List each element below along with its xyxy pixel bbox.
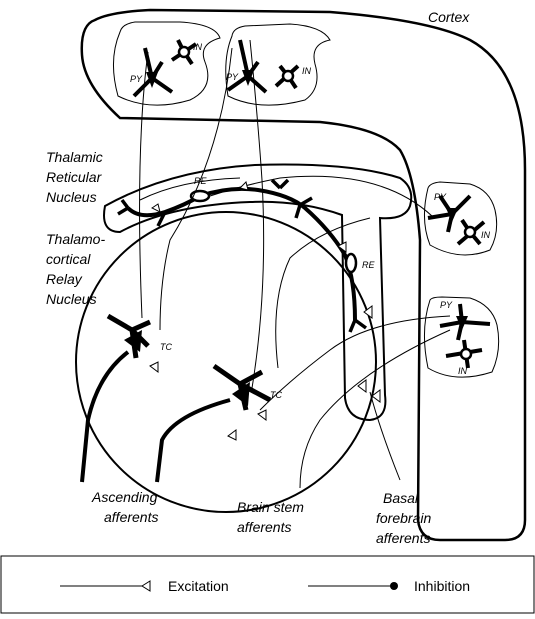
- tc-label-2: TC: [270, 390, 282, 400]
- ascending-afferent-2: [157, 400, 230, 482]
- py-label-4: PY: [440, 300, 453, 310]
- ascending-label-line-2: afferents: [104, 509, 158, 525]
- in-label-3: IN: [481, 230, 491, 240]
- relay-label-line-4: Nucleus: [46, 291, 97, 307]
- reticular-label-line-1: Thalamic: [46, 149, 103, 165]
- relay-nucleus-outline: [76, 212, 376, 512]
- re-cell-soma-right: [346, 254, 356, 272]
- py-label-1: PY: [130, 74, 143, 84]
- in-cell-2-soma: [283, 71, 293, 81]
- py-label-2: PY: [226, 72, 239, 82]
- in-label-2: IN: [302, 66, 312, 76]
- re-label-2: RE: [362, 260, 375, 270]
- basal-label-line-3: afferents: [376, 530, 430, 546]
- in-label-1: IN: [193, 42, 203, 52]
- cortical-column-left: [113, 22, 220, 105]
- py-cell-1: [134, 48, 172, 96]
- tc-cell-1: [108, 316, 150, 358]
- py-cell-2: [228, 40, 266, 92]
- re-label-1: RE: [194, 176, 207, 186]
- in-label-4: IN: [458, 366, 468, 376]
- basal-label-line-2: forebrain: [376, 510, 431, 526]
- tc-label-1: TC: [160, 342, 172, 352]
- ascending-label-line-1: Ascending: [91, 489, 158, 505]
- relay-label-line-1: Thalamo-: [46, 231, 105, 247]
- reticular-label-line-2: Reticular: [46, 169, 103, 185]
- thin-fibers: [140, 40, 450, 488]
- inhibition-legend-label: Inhibition: [414, 578, 470, 594]
- reticular-label-line-3: Nucleus: [46, 189, 97, 205]
- relay-label-line-3: Relay: [46, 271, 83, 287]
- excitation-legend-label: Excitation: [168, 578, 229, 594]
- in-cell-1-soma: [179, 47, 189, 57]
- in-cell-4-soma: [461, 349, 471, 359]
- cortical-column-right: [226, 24, 330, 105]
- brainstem-label-line-1: Brain stem: [237, 499, 304, 515]
- relay-label-line-2: cortical: [46, 251, 91, 267]
- py-label-3: PY: [434, 192, 447, 202]
- ascending-afferent-1: [82, 352, 128, 482]
- re-cell-branch-c: [350, 320, 366, 332]
- cortex-outline: [82, 10, 525, 540]
- basal-label-line-1: Basal: [383, 490, 419, 506]
- cortex-label: Cortex: [428, 9, 470, 25]
- in-cell-3-soma: [465, 227, 475, 237]
- brainstem-label-line-2: afferents: [237, 519, 291, 535]
